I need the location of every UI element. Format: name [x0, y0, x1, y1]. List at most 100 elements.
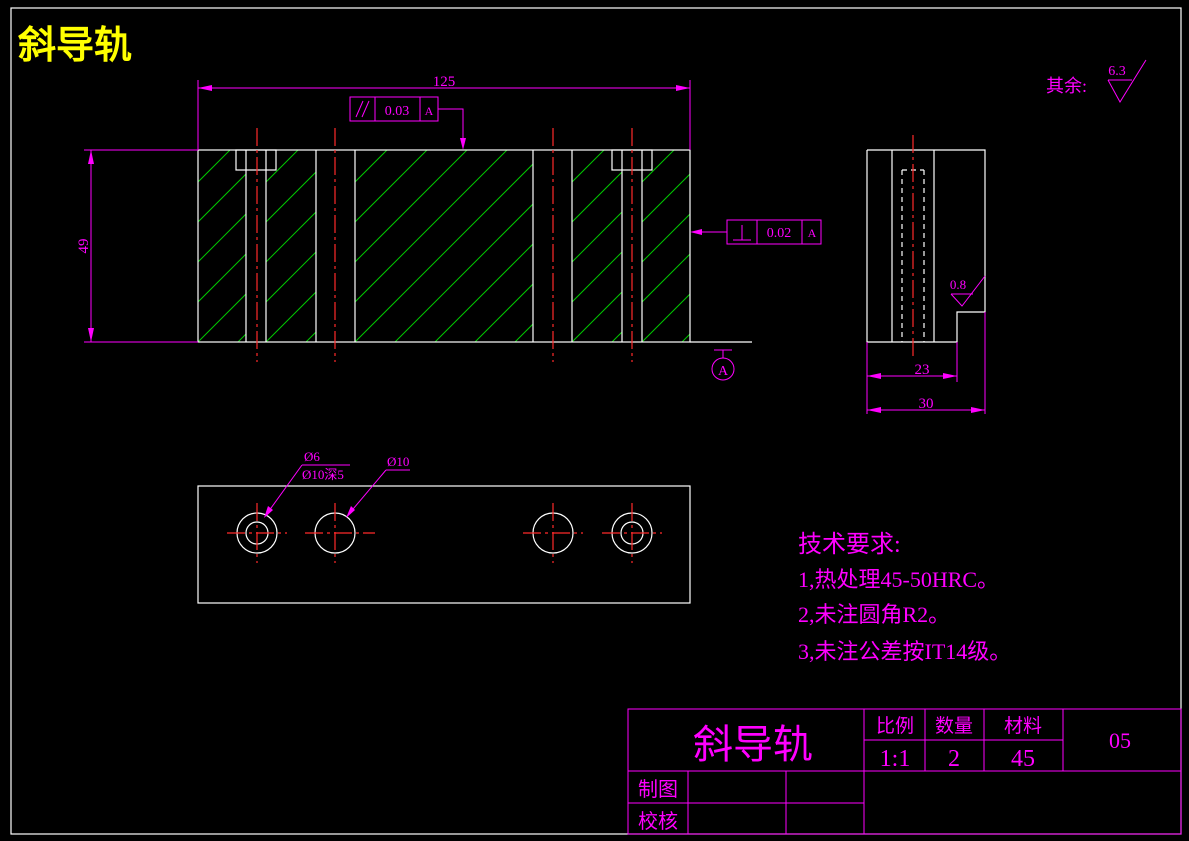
tech-item: 1,热处理45-50HRC。 — [798, 567, 999, 592]
hatch-line — [722, 150, 914, 342]
dim-length-text: 125 — [433, 74, 456, 90]
svg-text:A: A — [808, 226, 817, 240]
hatch-line — [842, 150, 1034, 342]
drawing-number: 05 — [1109, 728, 1131, 753]
hatch-line — [642, 253, 690, 303]
svg-text:0.02: 0.02 — [767, 226, 792, 241]
hatch-line — [346, 150, 538, 342]
perpendicularity-frame: 0.02 A — [690, 219, 822, 245]
hatch-line — [266, 251, 316, 303]
hatch-line — [681, 333, 690, 342]
hatch-line — [198, 253, 246, 303]
tech-item: 2,未注圆角R2。 — [798, 602, 950, 627]
hatch-line — [398, 150, 590, 342]
svg-text:其余:: 其余: — [1046, 76, 1087, 96]
part-name: 斜导轨 — [693, 722, 813, 767]
hole-callout-counterbore: Ø6 Ø10深5 — [264, 449, 350, 518]
hatch-line — [572, 251, 622, 303]
svg-text:45: 45 — [1011, 746, 1035, 772]
hatch-line — [802, 150, 994, 342]
hatch-line — [355, 150, 388, 183]
hatch-line — [198, 150, 231, 183]
hatch-line — [266, 211, 316, 263]
hatch-line — [595, 150, 787, 342]
hatch-line — [812, 150, 1004, 342]
svg-text:校核: 校核 — [638, 810, 678, 833]
side-view — [866, 135, 986, 360]
hatch-line — [572, 291, 622, 342]
title-block: 斜导轨 比例 数量 材料 1:1 2 45 05 制图 校核 — [627, 708, 1182, 835]
svg-text:数量: 数量 — [935, 715, 973, 737]
svg-text:比例: 比例 — [876, 715, 914, 737]
hole-callout-thru: Ø10 — [346, 454, 410, 518]
hatch-line — [611, 331, 622, 342]
dim-height: 49 — [76, 149, 198, 343]
svg-text:23: 23 — [915, 362, 930, 378]
hatch-line — [198, 213, 246, 263]
roughness-local: 0.8 — [950, 275, 986, 307]
hatch-line — [358, 150, 550, 342]
hatch-line — [198, 293, 246, 342]
hatch-line — [237, 333, 246, 342]
hatch-line — [466, 150, 658, 342]
svg-text:1:1: 1:1 — [880, 746, 911, 772]
top-view — [197, 485, 691, 604]
tech-heading: 技术要求: — [798, 531, 901, 558]
svg-text:A: A — [425, 104, 434, 118]
svg-text:6.3: 6.3 — [1108, 64, 1126, 79]
hatch-line — [0, 150, 190, 342]
hatch-line — [155, 150, 347, 342]
hatch-line — [198, 173, 246, 223]
hatch-line — [642, 293, 690, 342]
svg-text:30: 30 — [919, 396, 934, 412]
hatch-line — [278, 150, 470, 342]
hatch-line — [642, 173, 690, 223]
hatch-line — [635, 150, 827, 342]
hatch-line — [266, 171, 316, 223]
svg-text:0.03: 0.03 — [385, 104, 410, 119]
svg-text:Ø6: Ø6 — [304, 449, 320, 464]
hatch-line — [426, 150, 618, 342]
hatch-line — [555, 150, 747, 342]
hatch-line — [318, 150, 510, 342]
svg-text:Ø10: Ø10 — [387, 454, 409, 469]
hatch-line — [572, 150, 605, 183]
hatch-line — [715, 150, 907, 342]
hatch-line — [434, 243, 533, 342]
hatch-line — [572, 211, 622, 263]
sheet-border — [10, 7, 1182, 835]
dim-side-inner: 23 — [866, 342, 958, 414]
svg-text:0.8: 0.8 — [950, 277, 966, 292]
hatch-line — [355, 150, 428, 223]
hatch-line — [514, 323, 533, 342]
hatch-line — [355, 163, 533, 342]
hatch-line — [355, 150, 508, 303]
front-outline — [197, 149, 691, 343]
hatch-line — [442, 150, 634, 342]
tech-item: 3,未注公差按IT14级。 — [798, 639, 1011, 664]
front-view — [0, 128, 1074, 362]
hatch-line — [572, 171, 622, 223]
svg-text:材料: 材料 — [1004, 715, 1042, 737]
hatch-line — [642, 213, 690, 263]
hatch-line — [386, 150, 578, 342]
svg-text:Ø10深5: Ø10深5 — [302, 467, 344, 482]
hatch-line — [372, 150, 564, 342]
hatch-line — [642, 150, 675, 183]
hatch-line — [66, 150, 258, 342]
hatch-line — [675, 150, 867, 342]
dim-height-text: 49 — [76, 239, 92, 254]
roughness-default: 其余: 6.3 — [1046, 59, 1147, 103]
drawing-title: 斜导轨 — [18, 23, 132, 67]
hatch-line — [266, 150, 299, 183]
hatch-line — [652, 150, 844, 342]
hatch-line — [882, 150, 1074, 342]
hatch-pattern — [0, 150, 1074, 342]
svg-text:A: A — [718, 364, 729, 379]
dim-length: 125 — [197, 74, 691, 150]
hatch-line — [692, 150, 884, 342]
svg-text:制图: 制图 — [638, 778, 678, 801]
svg-text:2: 2 — [948, 746, 960, 772]
dim-side-width: 30 — [867, 312, 986, 414]
